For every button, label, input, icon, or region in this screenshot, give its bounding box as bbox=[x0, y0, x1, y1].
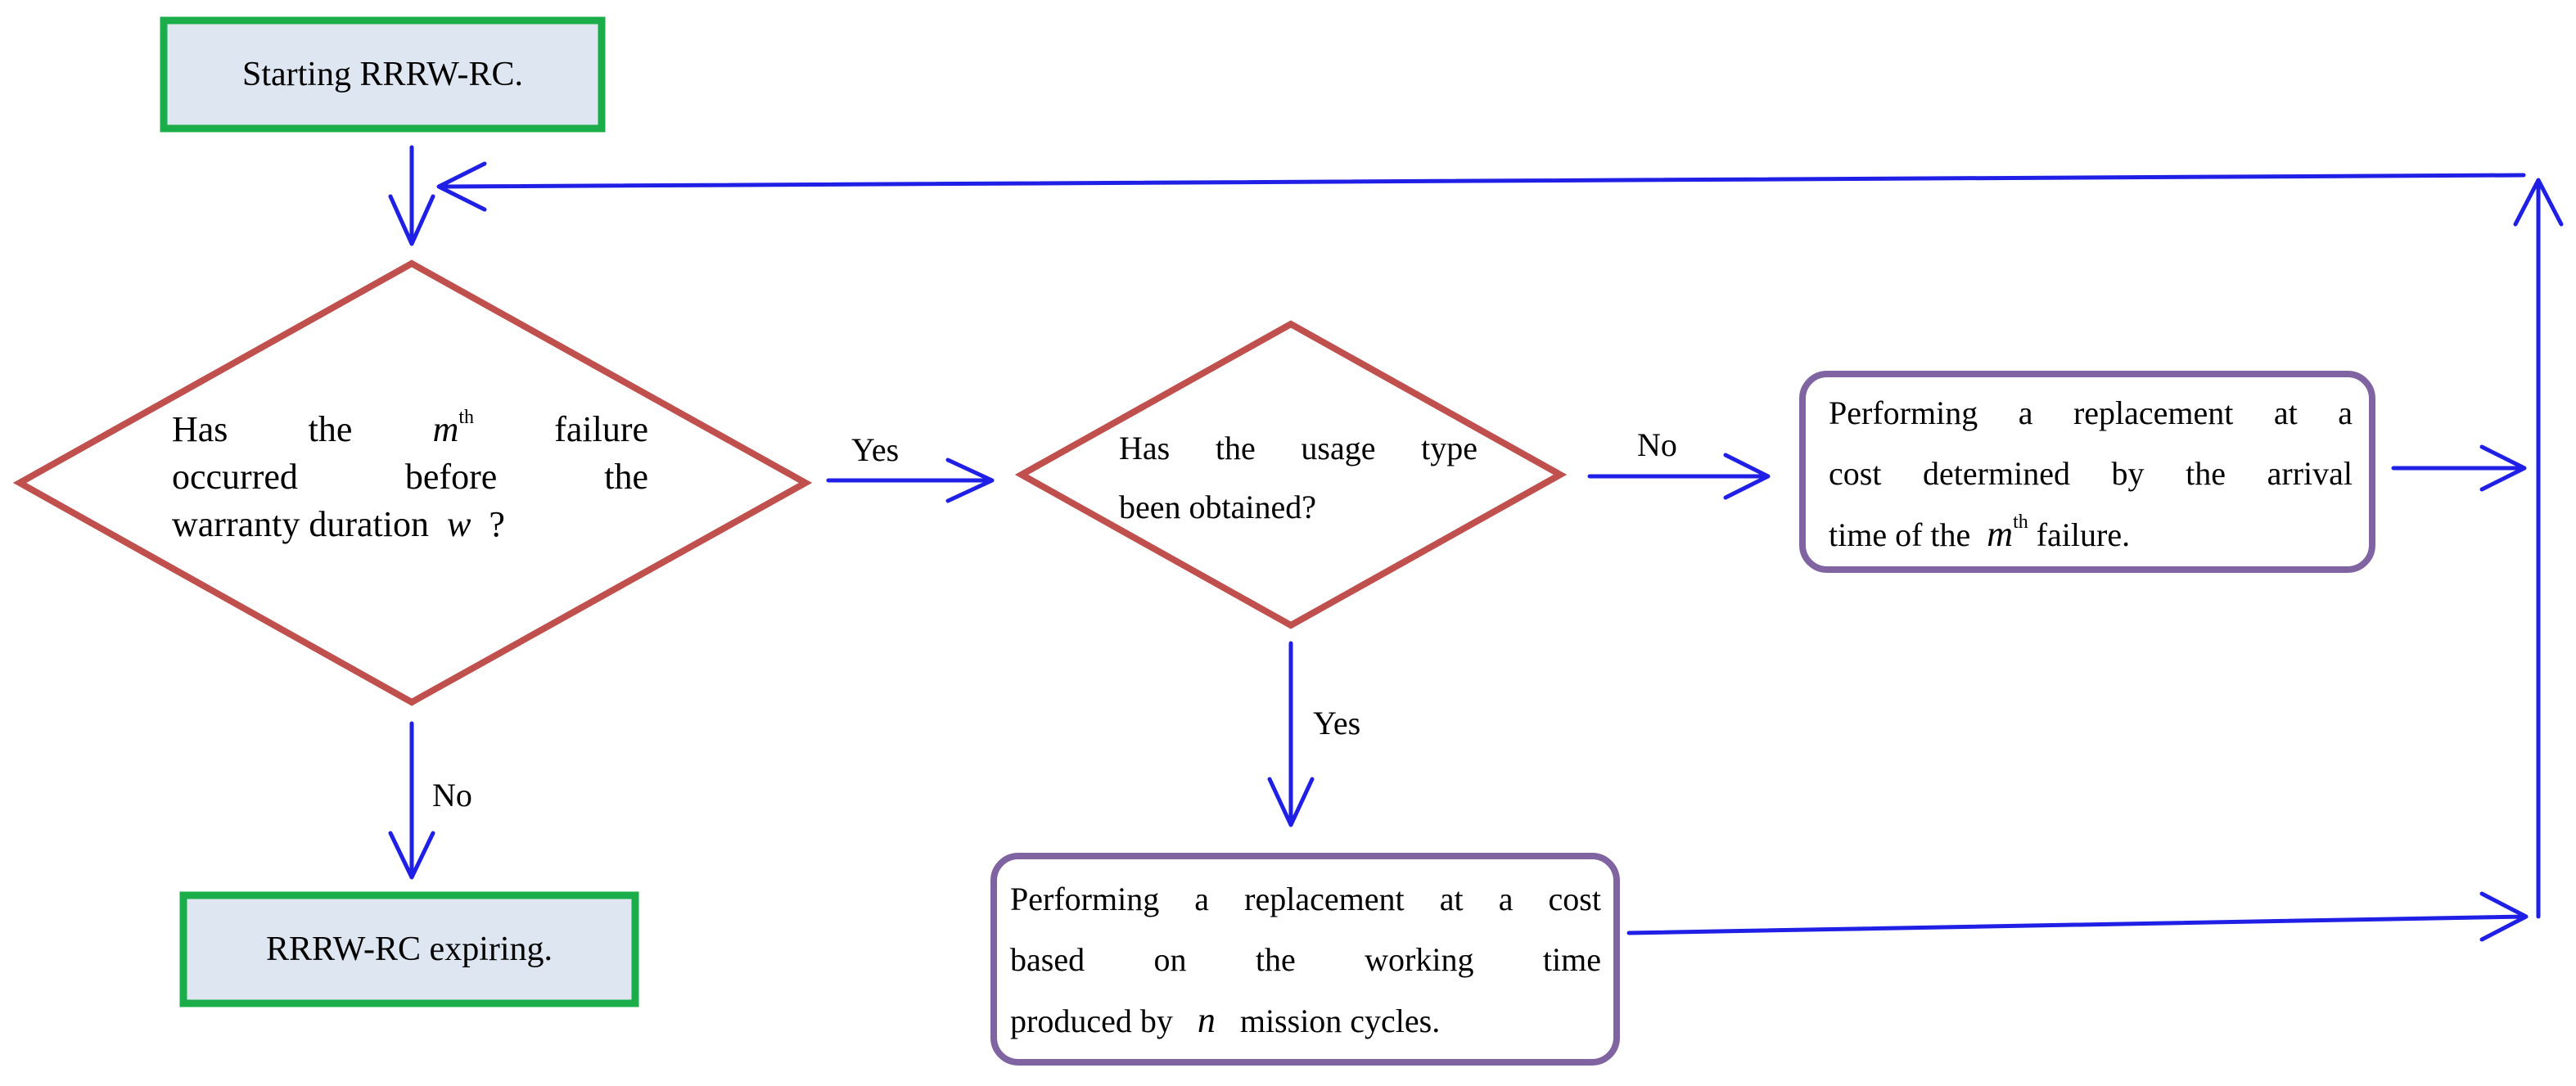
failure-decision-text: Has the mth failure occurred before the … bbox=[172, 406, 648, 548]
working-to-loop-arrow bbox=[1626, 891, 2529, 942]
arrival-replacement-line-2: cost determined by the arrival bbox=[1829, 455, 2353, 492]
start-terminal-text: Starting RRRW-RC. bbox=[241, 56, 524, 93]
working-time-replacement-text: Performing a replacement at a cost based… bbox=[1010, 869, 1601, 1052]
arrival-to-loop-arrow bbox=[2391, 444, 2527, 492]
arrival-replacement-line-1: Performing a replacement at a bbox=[1829, 394, 2353, 431]
yes-to-usage-arrow bbox=[826, 457, 995, 503]
end-terminal-text: RRRW-RC expiring. bbox=[265, 931, 553, 968]
failure-decision-line-3: warranty duration w ? bbox=[172, 504, 505, 544]
arrival-replacement-line-3: time of the mth failure. bbox=[1829, 511, 2131, 554]
start-to-failure-arrow bbox=[388, 145, 435, 246]
failure-decision-diamond bbox=[12, 259, 813, 706]
var-m: mth bbox=[1987, 511, 2028, 554]
usage-decision-line-1: Has the usage type bbox=[1119, 430, 1477, 466]
working-time-line-2: based on the working time bbox=[1010, 941, 1601, 978]
usage-no-label: No bbox=[1637, 426, 1677, 463]
var-m: mth bbox=[432, 407, 475, 449]
failure-decision-line-1: Has the mth failure bbox=[172, 407, 649, 449]
usage-decision-line-2: been obtained? bbox=[1119, 489, 1316, 525]
usage-no-to-arrival-arrow bbox=[1587, 453, 1771, 500]
working-time-line-3: produced by n mission cycles. bbox=[1010, 1000, 1441, 1040]
failure-yes-label: Yes bbox=[851, 431, 900, 468]
var-w: w bbox=[447, 504, 471, 544]
var-n: n bbox=[1197, 1000, 1216, 1040]
usage-yes-label: Yes bbox=[1313, 705, 1361, 741]
usage-decision-diamond bbox=[1014, 320, 1568, 629]
usage-decision-text: Has the usage type been obtained? bbox=[1119, 419, 1477, 537]
working-time-replacement-box bbox=[990, 853, 1620, 1066]
loop-right-vertical-line bbox=[2513, 178, 2564, 919]
failure-decision-line-2: occurred before the bbox=[172, 457, 648, 497]
start-terminal-box bbox=[160, 16, 606, 133]
arrival-replacement-text: Performing a replacement at a cost deter… bbox=[1829, 383, 2353, 566]
failure-no-label: No bbox=[432, 777, 472, 813]
working-time-line-1: Performing a replacement at a cost bbox=[1010, 881, 1601, 917]
no-to-end-arrow bbox=[388, 721, 435, 880]
arrival-replacement-box bbox=[1799, 371, 2375, 573]
loop-back-top-line bbox=[436, 161, 2526, 212]
end-terminal-box bbox=[179, 891, 639, 1007]
usage-yes-to-working-arrow bbox=[1267, 641, 1315, 827]
